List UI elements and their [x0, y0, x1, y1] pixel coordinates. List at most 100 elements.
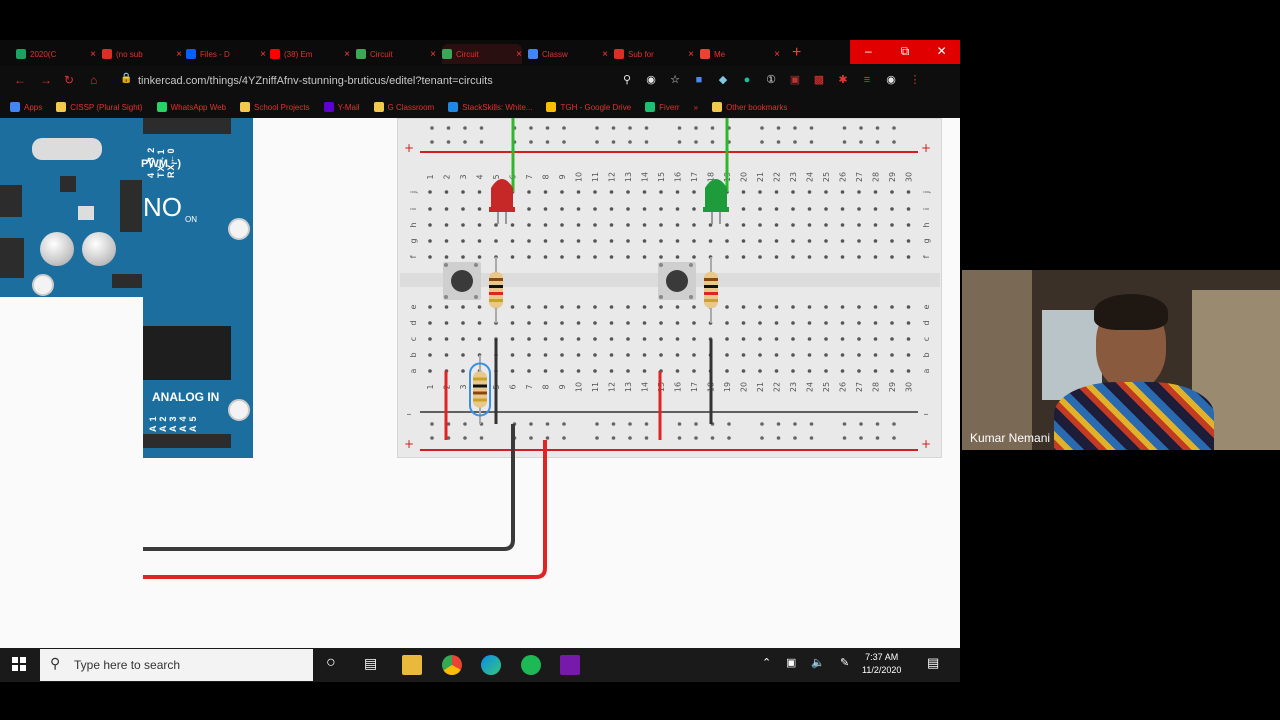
- breadboard-hole: [725, 321, 729, 325]
- extension-icon[interactable]: ◆: [718, 74, 728, 86]
- digital-header[interactable]: [143, 118, 231, 134]
- tab[interactable]: Me×: [700, 44, 780, 64]
- tab[interactable]: (no sub×: [102, 44, 182, 64]
- tab[interactable]: Classw×: [528, 44, 608, 64]
- tab-close-icon[interactable]: ×: [90, 48, 96, 60]
- breadboard-hole: [543, 353, 548, 357]
- tab-close-icon[interactable]: ×: [516, 48, 522, 60]
- tracking-icon[interactable]: ◉: [646, 74, 656, 86]
- address-bar[interactable]: tinkercad.com/things/4YZniffAfnv-stunnin…: [138, 75, 493, 87]
- breadboard-hole: [428, 190, 432, 194]
- ground-wire[interactable]: [143, 424, 515, 551]
- taskbar-clock[interactable]: 7:37 AM 11/2/2020: [862, 651, 901, 677]
- breadboard-hole: [857, 337, 861, 341]
- rail-hole: [727, 436, 731, 440]
- breadboard-hole: [840, 321, 845, 325]
- mounting-hole: [32, 274, 54, 296]
- tab-close-icon[interactable]: ×: [688, 48, 694, 60]
- file-explorer-icon[interactable]: [402, 655, 422, 675]
- bookmark-item[interactable]: WhatsApp Web: [156, 102, 226, 112]
- tab-close-icon[interactable]: ×: [260, 48, 266, 60]
- bookmark-item[interactable]: G Classroom: [373, 102, 434, 112]
- clock-time: 7:37 AM: [865, 652, 899, 662]
- tab[interactable]: Sub for×: [614, 44, 694, 64]
- breadboard-hole: [444, 207, 449, 211]
- cortana-icon[interactable]: ○: [326, 654, 336, 671]
- minimize-button[interactable]: –: [864, 44, 872, 58]
- breadboard-hole: [510, 321, 515, 325]
- bookmark-item[interactable]: School Projects: [240, 102, 310, 112]
- edge-icon[interactable]: [481, 655, 501, 675]
- bookmarks-bar: Apps CISSP (Plural Sight) WhatsApp Web Scho…: [0, 96, 960, 118]
- column-number: 5: [492, 174, 501, 179]
- breadboard-hole: [873, 337, 878, 341]
- column-number: 28: [872, 382, 881, 392]
- bookmark-item[interactable]: Fiverr: [645, 102, 680, 112]
- notifications-icon[interactable]: ▤: [927, 655, 940, 670]
- playlist-icon[interactable]: ≡: [863, 74, 871, 86]
- rail-hole: [562, 422, 566, 426]
- tab-close-icon[interactable]: ×: [602, 48, 608, 60]
- extension-icon[interactable]: ■: [695, 74, 703, 86]
- tab-close-icon[interactable]: ×: [430, 48, 436, 60]
- extension-icons: ⚲ ◉ ☆ ■ ◆ ● ① ▣ ▩ ✱ ≡ ◉ ⋮: [620, 73, 922, 87]
- bookmark-item[interactable]: TGH - Google Drive: [546, 102, 631, 112]
- home-icon[interactable]: ⌂: [90, 73, 98, 87]
- bookmark-item[interactable]: »: [694, 103, 698, 112]
- zoom-icon[interactable]: ⚲: [622, 74, 632, 86]
- breadboard-hole: [890, 239, 894, 243]
- forward-icon[interactable]: →: [40, 73, 52, 87]
- taskbar-search-box[interactable]: [40, 649, 313, 681]
- grammarly-icon[interactable]: ●: [743, 74, 751, 86]
- breadboard-hole: [758, 207, 762, 211]
- task-view-icon[interactable]: ▤: [364, 655, 378, 671]
- bookmark-icon: [448, 102, 459, 112]
- bookmark-item[interactable]: Y-Mail: [323, 102, 360, 112]
- spotify-icon[interactable]: [521, 655, 541, 675]
- column-number: 22: [773, 172, 782, 182]
- tab[interactable]: Circuit×: [356, 44, 436, 64]
- extension-icon[interactable]: ▩: [813, 74, 825, 86]
- breadboard-hole: [659, 190, 663, 194]
- back-icon[interactable]: ←: [14, 73, 26, 87]
- bookmark-icon: [240, 102, 250, 112]
- reload-icon[interactable]: ↻: [64, 73, 75, 87]
- new-tab-button[interactable]: +: [792, 44, 802, 61]
- breadboard-hole: [906, 321, 911, 325]
- tab[interactable]: (38) Em×: [270, 44, 350, 64]
- bookmark-item[interactable]: Apps: [10, 102, 42, 112]
- chrome-icon[interactable]: [442, 655, 462, 675]
- analog-header[interactable]: [143, 434, 231, 448]
- tab-close-icon[interactable]: ×: [176, 48, 182, 60]
- onenote-icon[interactable]: [560, 655, 580, 675]
- tab[interactable]: Circuit ×: [442, 44, 522, 64]
- breadboard-hole: [807, 353, 812, 357]
- power-wire[interactable]: [143, 440, 547, 579]
- breadboard-hole: [774, 369, 779, 373]
- tab[interactable]: 2020(C×: [16, 44, 96, 64]
- profile-icon[interactable]: ◉: [886, 74, 896, 86]
- column-number: 22: [773, 382, 782, 392]
- column-number: 2: [443, 174, 452, 179]
- windows-start-icon[interactable]: [12, 657, 26, 671]
- bookmark-item[interactable]: Other bookmarks: [712, 102, 787, 112]
- pen-icon[interactable]: ✎: [840, 657, 850, 669]
- volume-icon[interactable]: 🔈: [811, 657, 825, 669]
- extension-icon[interactable]: ①: [766, 74, 776, 86]
- star-icon[interactable]: ☆: [670, 74, 680, 86]
- bookmark-item[interactable]: CISSP (Plural Sight): [56, 102, 143, 112]
- chevron-up-icon[interactable]: ⌃: [762, 657, 772, 669]
- menu-icon[interactable]: ⋮: [909, 74, 921, 86]
- tab-label: Circuit: [456, 49, 479, 59]
- bookmark-item[interactable]: StackSkills: White...: [448, 102, 532, 112]
- breadboard-hole: [642, 190, 647, 194]
- tab-close-icon[interactable]: ×: [774, 48, 780, 60]
- puzzle-icon[interactable]: ✱: [838, 74, 848, 86]
- restore-button[interactable]: ⧉: [900, 44, 910, 58]
- breadboard-hole: [758, 321, 762, 325]
- close-button[interactable]: ✕: [936, 44, 947, 58]
- network-icon[interactable]: ▣: [786, 657, 797, 669]
- extension-icon[interactable]: ▣: [789, 74, 801, 86]
- tab[interactable]: Files - D×: [186, 44, 266, 64]
- tab-close-icon[interactable]: ×: [344, 48, 350, 60]
